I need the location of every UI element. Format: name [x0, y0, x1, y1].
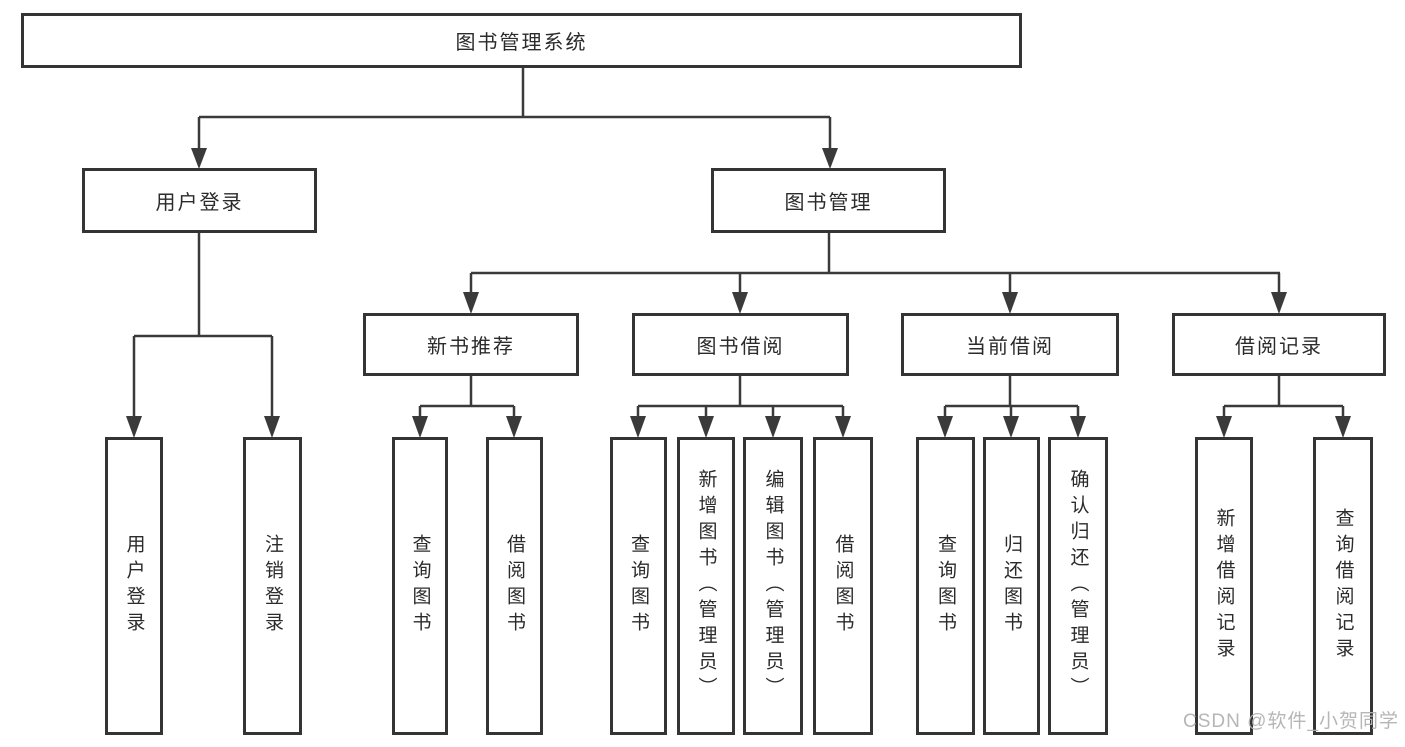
leaf-query-books-recommend-label: 查询图书 — [409, 534, 431, 638]
leaf-confirm-return-admin-label: 确认归还（管理员） — [1067, 469, 1089, 703]
leaf-borrow-books: 借阅图书 — [813, 437, 873, 735]
arrowheads — [126, 148, 1351, 438]
leaf-confirm-return-admin: 确认归还（管理员） — [1048, 437, 1108, 735]
leaf-query-borrow-record-label: 查询借阅记录 — [1332, 508, 1354, 664]
node-new-book-recommend-label: 新书推荐 — [427, 336, 515, 358]
leaf-add-books-admin-label: 新增图书（管理员） — [695, 469, 717, 703]
leaf-add-borrow-record: 新增借阅记录 — [1195, 437, 1253, 735]
leaf-logout: 注销登录 — [243, 437, 302, 735]
node-user-login: 用户登录 — [82, 168, 317, 233]
csdn-watermark: CSDN @软件_小贺同学 — [1183, 711, 1399, 732]
leaf-query-books-current-label: 查询图书 — [935, 534, 956, 638]
leaf-logout-label: 注销登录 — [262, 534, 283, 638]
leaf-user-login-label: 用户登录 — [123, 534, 145, 638]
leaf-return-books: 归还图书 — [983, 437, 1040, 735]
node-book-management: 图书管理 — [711, 168, 946, 233]
node-root-label: 图书管理系统 — [455, 32, 588, 54]
leaf-query-books-borrow-label: 查询图书 — [628, 534, 649, 638]
leaf-return-books-label: 归还图书 — [1001, 534, 1022, 638]
node-borrow-records: 借阅记录 — [1172, 313, 1386, 376]
node-book-borrow: 图书借阅 — [632, 313, 849, 376]
node-book-borrow-label: 图书借阅 — [696, 336, 785, 358]
leaf-query-books-borrow: 查询图书 — [610, 437, 667, 735]
leaf-borrow-books-recommend: 借阅图书 — [486, 437, 543, 735]
node-borrow-records-label: 借阅记录 — [1235, 336, 1323, 358]
node-user-login-label: 用户登录 — [155, 192, 244, 214]
leaf-add-borrow-record-label: 新增借阅记录 — [1213, 508, 1235, 664]
node-current-borrow: 当前借阅 — [901, 313, 1119, 376]
node-new-book-recommend: 新书推荐 — [363, 313, 579, 376]
node-root: 图书管理系统 — [21, 13, 1022, 68]
leaf-user-login: 用户登录 — [105, 437, 163, 735]
leaf-query-books-recommend: 查询图书 — [392, 437, 448, 735]
leaf-edit-books-admin: 编辑图书（管理员） — [743, 437, 803, 735]
leaf-borrow-books-recommend-label: 借阅图书 — [504, 534, 525, 638]
leaf-query-books-current: 查询图书 — [916, 437, 975, 735]
node-current-borrow-label: 当前借阅 — [966, 336, 1054, 358]
leaf-edit-books-admin-label: 编辑图书（管理员） — [762, 469, 784, 703]
leaf-borrow-books-label: 借阅图书 — [832, 534, 854, 638]
node-book-management-label: 图书管理 — [784, 192, 873, 214]
leaf-add-books-admin: 新增图书（管理员） — [677, 437, 735, 735]
leaf-query-borrow-record: 查询借阅记录 — [1313, 437, 1373, 735]
